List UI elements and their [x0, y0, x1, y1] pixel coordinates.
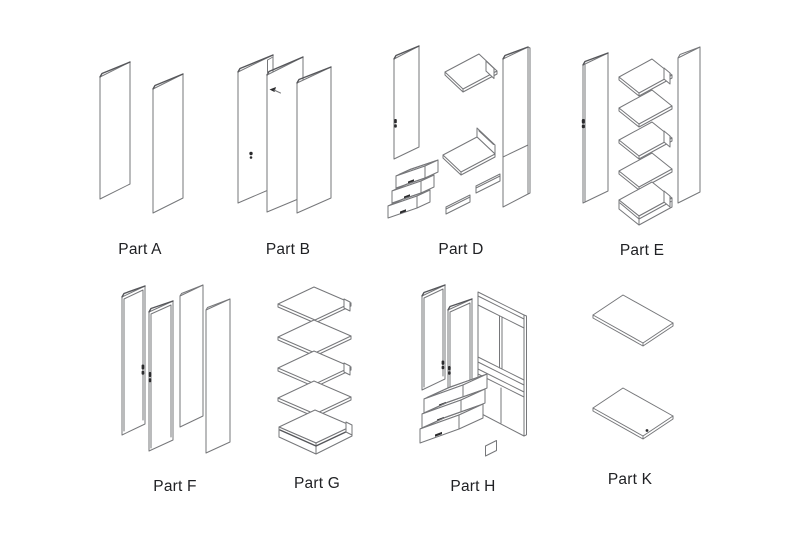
door-handle-mark	[148, 372, 152, 377]
panel	[296, 66, 332, 214]
cam-hole-mark	[645, 429, 649, 432]
door-handle-mark	[581, 119, 585, 124]
door-handle-mark	[394, 124, 397, 128]
panel	[205, 298, 231, 454]
shelf-bracket	[663, 190, 671, 208]
base-shelf	[618, 181, 673, 226]
back-frame	[477, 291, 527, 437]
side-panel	[502, 46, 531, 208]
shelf-bracket	[663, 130, 671, 148]
drawer	[387, 189, 431, 219]
drawer	[423, 373, 488, 414]
part-b-illustration	[237, 54, 332, 214]
panel	[179, 284, 204, 428]
shelf	[618, 121, 673, 160]
cam-lock-mark	[249, 156, 253, 159]
side-panel	[152, 73, 184, 214]
part-g-illustration	[277, 286, 353, 455]
door-handle-mark	[581, 124, 585, 129]
drawer	[391, 174, 435, 204]
door-panel	[148, 300, 174, 452]
top-batten	[477, 295, 525, 329]
door-handle-mark	[148, 378, 152, 383]
door-panel	[421, 284, 446, 391]
shelf-bracket	[345, 421, 353, 436]
part-k-illustration	[592, 294, 674, 440]
flat-panel	[592, 294, 674, 347]
base-shelf	[278, 409, 353, 455]
rail	[475, 173, 501, 194]
part-f-label: Part F	[153, 478, 197, 495]
door-handle-mark	[448, 371, 451, 375]
shelf-bracket	[343, 298, 351, 312]
part-d-label: Part D	[438, 241, 484, 258]
drawer	[421, 388, 486, 429]
shelf	[618, 89, 673, 128]
shelf	[277, 319, 352, 357]
shelf-with-rail	[442, 127, 496, 176]
arrow-mark	[269, 87, 276, 92]
shelf-bracket	[343, 362, 351, 376]
shelf-bracket	[485, 60, 495, 79]
door-handle-mark	[448, 366, 451, 371]
door-handle-mark	[141, 364, 145, 370]
shelf	[444, 53, 498, 93]
middle-batten	[477, 356, 525, 398]
shelf	[618, 152, 673, 191]
door-handle-mark	[441, 365, 445, 370]
shelf	[277, 286, 352, 324]
drawer	[419, 403, 484, 444]
door-panel	[393, 45, 420, 160]
shelf	[618, 58, 673, 97]
side-panel	[99, 61, 131, 200]
door-panel	[581, 52, 609, 204]
part-a-label: Part A	[118, 241, 162, 258]
part-k-label: Part K	[607, 471, 653, 488]
door-handle-mark	[441, 360, 445, 365]
part-e-label: Part E	[619, 242, 665, 259]
door-handle-mark	[394, 119, 397, 124]
part-g-label: Part G	[294, 475, 340, 492]
part-e-illustration	[581, 46, 701, 226]
part-a-illustration	[99, 61, 184, 214]
cam-lock-mark	[249, 151, 253, 156]
part-f-illustration	[121, 284, 231, 454]
part-b-label: Part B	[265, 241, 311, 258]
shelf	[277, 350, 352, 388]
plank	[485, 440, 497, 457]
flat-panel	[592, 387, 674, 440]
door-panel	[447, 298, 473, 408]
part-h-illustration	[419, 284, 527, 457]
rail	[445, 194, 471, 215]
part-d-illustration	[387, 45, 531, 219]
back-panel	[677, 46, 701, 204]
door-panel	[121, 285, 146, 436]
part-h-label: Part H	[450, 478, 496, 495]
shelf-bracket	[663, 67, 671, 85]
door-handle-mark	[141, 370, 145, 375]
